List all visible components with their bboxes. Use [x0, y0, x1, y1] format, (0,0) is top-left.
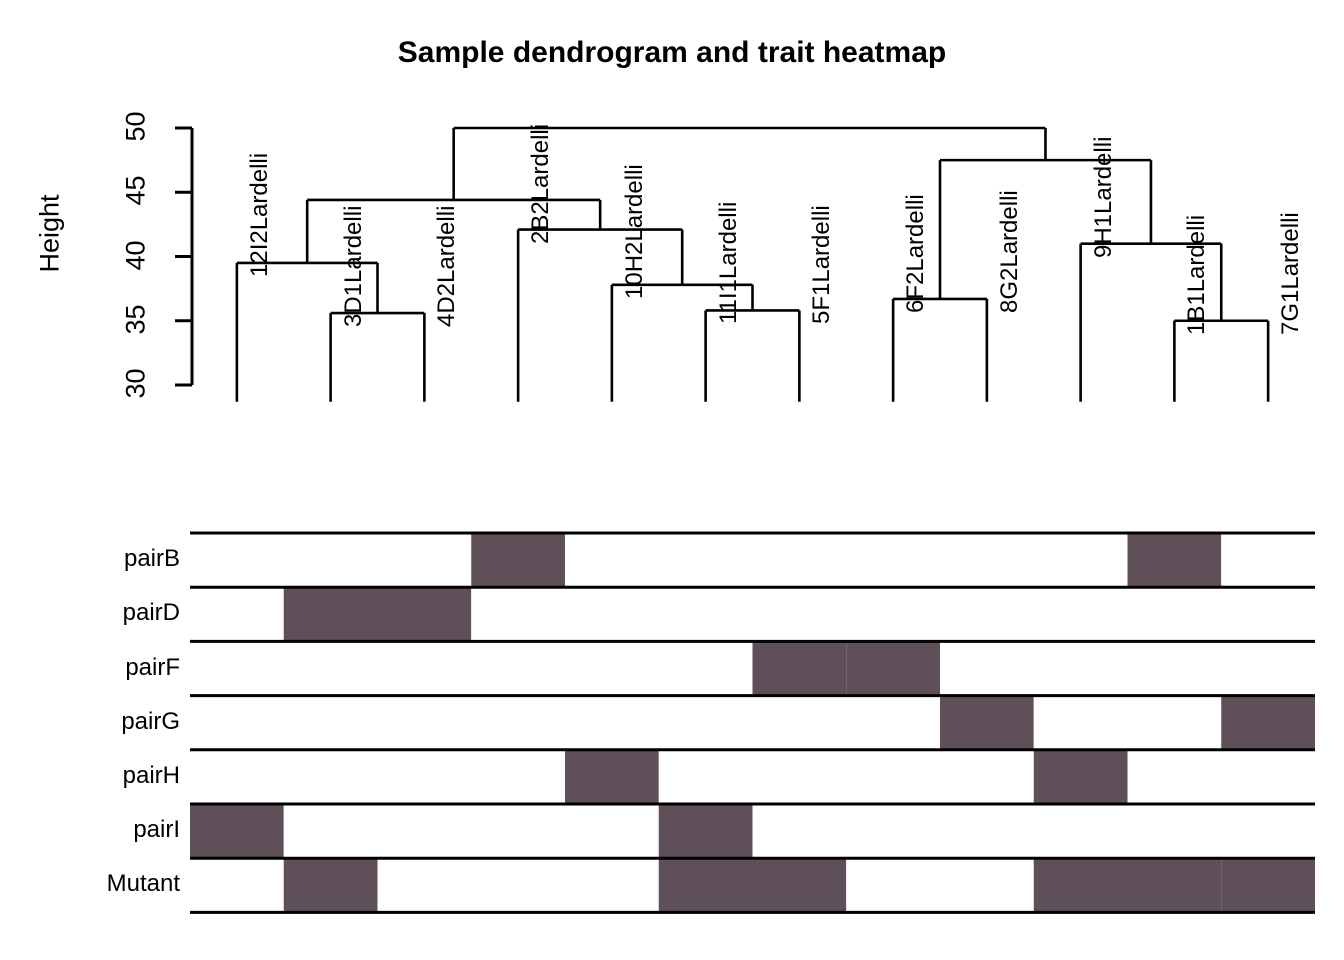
leaf-label-7G1Lardelli: 7G1Lardelli	[1277, 212, 1305, 335]
leaf-label-1B1Lardelli: 1B1Lardelli	[1183, 214, 1211, 335]
heatmap-row-label-Mutant: Mutant	[106, 870, 180, 898]
leaf-label-8G2Lardelli: 8G2Lardelli	[995, 190, 1023, 313]
y-axis	[175, 126, 194, 387]
trait-heatmap	[190, 531, 1315, 914]
leaf-label-9H1Lardelli: 9H1Lardelli	[1089, 136, 1117, 258]
heatmap-row-label-pairD: pairD	[122, 599, 180, 627]
leaf-label-3D1Lardelli: 3D1Lardelli	[339, 205, 367, 328]
leaf-label-4D2Lardelli: 4D2Lardelli	[433, 205, 461, 328]
leaf-label-6F2Lardelli: 6F2Lardelli	[902, 194, 930, 313]
leaf-label-5F1Lardelli: 5F1Lardelli	[808, 205, 836, 325]
leaf-label-11I1Lardelli: 11I1Lardelli	[714, 202, 742, 325]
heatmap-row-label-pairF: pairF	[125, 653, 180, 681]
page-title: Sample dendrogram and trait heatmap	[397, 36, 947, 69]
leaf-label-12I2Lardelli: 12I2Lardelli	[245, 152, 273, 277]
heatmap-row-label-pairB: pairB	[123, 545, 180, 573]
dendrogram-tree	[235, 126, 1270, 402]
heatmap-row-label-pairI: pairI	[133, 816, 180, 844]
leaf-label-10H2Lardelli: 10H2Lardelli	[620, 164, 648, 299]
heatmap-row-label-pairH: pairH	[122, 761, 180, 789]
leaf-label-2B2Lardelli: 2B2Lardelli	[527, 123, 555, 244]
heatmap-row-label-pairG: pairG	[121, 707, 180, 735]
